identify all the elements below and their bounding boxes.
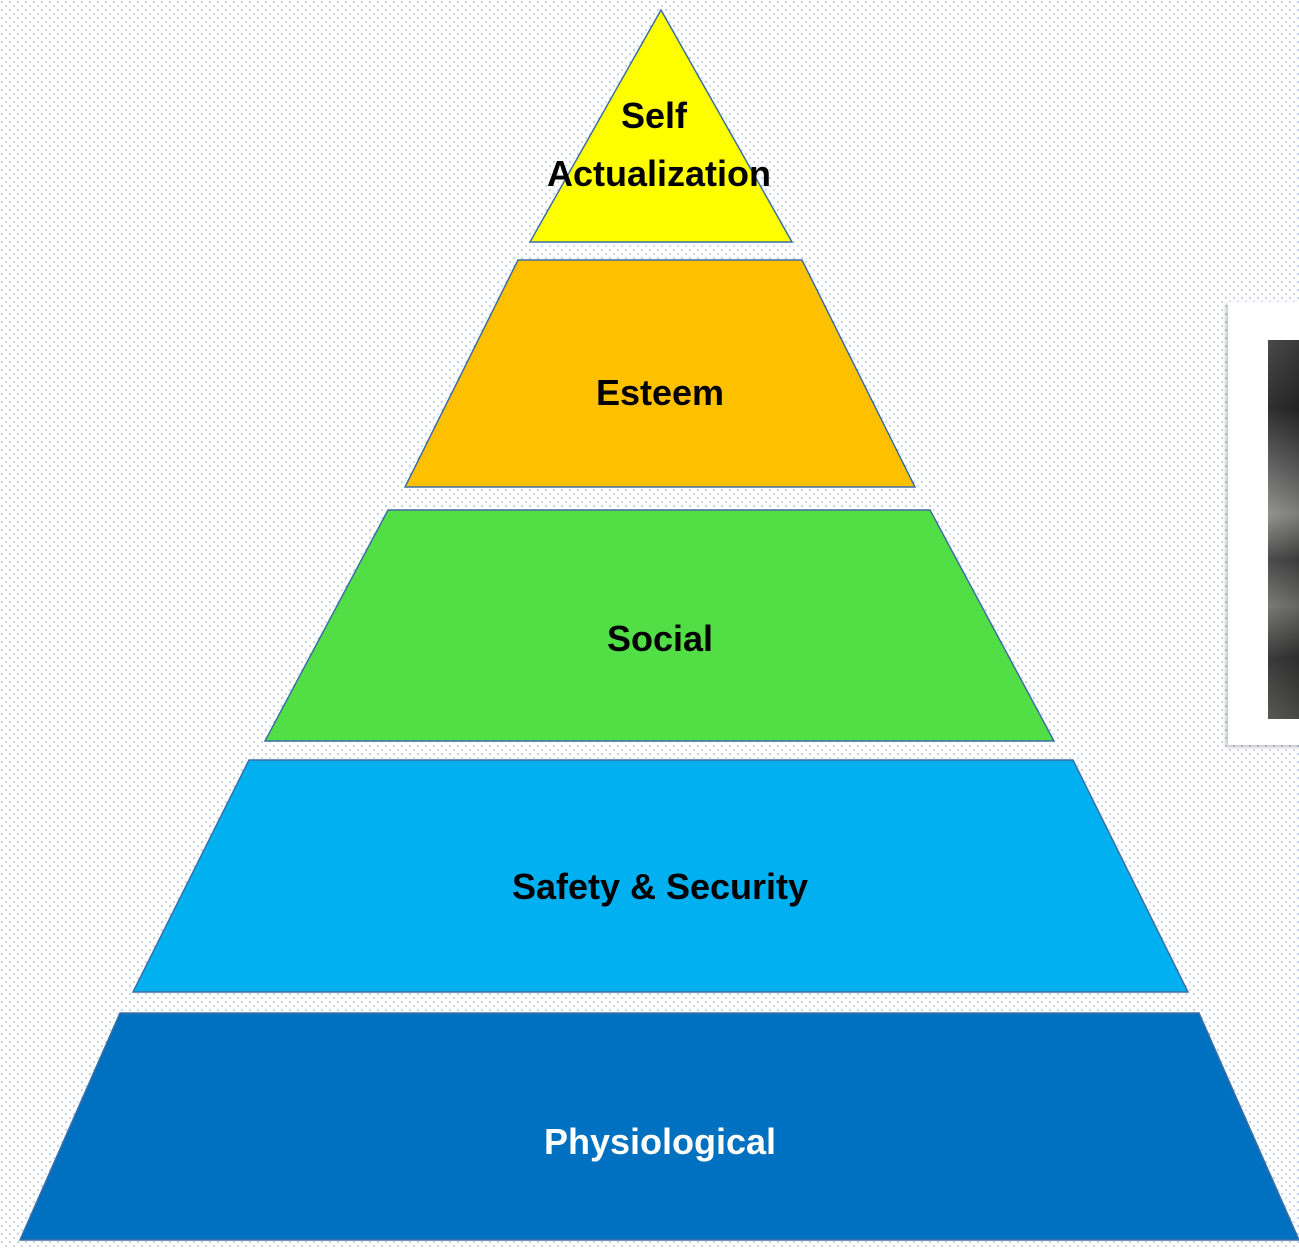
tier-shape-safety-security	[131, 759, 1190, 993]
tier-shape-self-actualization	[528, 8, 794, 243]
tier-label-safety-security: Safety & Security	[512, 866, 808, 907]
tier-label-line: Actualization	[547, 153, 771, 194]
portrait-photo-shading	[1268, 340, 1299, 719]
tier-label-self-actualization: Self Actualization	[547, 95, 771, 194]
tier-label-esteem: Esteem	[596, 372, 724, 413]
tier-label-line: Self	[621, 95, 688, 136]
tier-shape-social	[263, 509, 1056, 742]
tier-label-line: Social	[607, 618, 713, 659]
tier-safety-security: Safety & Security	[131, 759, 1190, 993]
portrait-photo	[1268, 340, 1299, 719]
tier-label-line: Esteem	[596, 372, 724, 413]
tier-self-actualization: Self Actualization	[528, 8, 794, 243]
tier-label-line: Physiological	[544, 1121, 776, 1162]
tier-label-social: Social	[607, 618, 713, 659]
tier-label-physiological: Physiological	[544, 1121, 776, 1162]
tier-shape-physiological	[18, 1012, 1299, 1241]
photo-frame	[1228, 302, 1299, 745]
tier-social: Social	[263, 509, 1056, 742]
tier-label-line: Safety & Security	[512, 866, 808, 907]
tier-esteem: Esteem	[403, 259, 917, 488]
tier-shape-esteem	[403, 259, 917, 488]
tier-physiological: Physiological	[18, 1012, 1299, 1241]
